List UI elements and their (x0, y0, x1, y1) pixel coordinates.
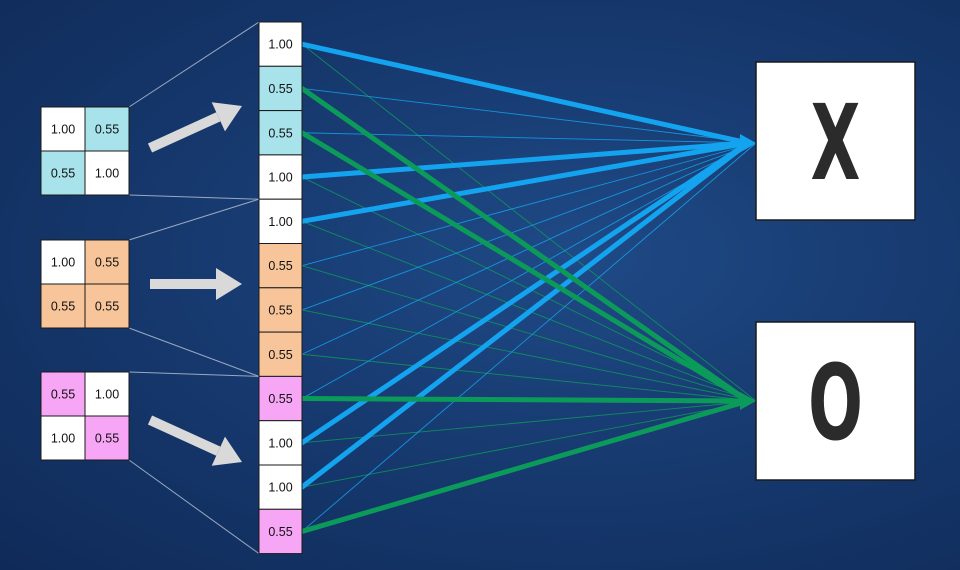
strong-edge-to-x (299, 140, 751, 224)
flatten-arrow-head (211, 102, 242, 132)
flatten-arrow-shaft (147, 112, 221, 153)
weak-edge-to-o (301, 353, 757, 402)
vector-cell (258, 65, 303, 112)
vector-cell (258, 198, 303, 244)
zoom-line (128, 21, 260, 108)
output-nodes: XO (755, 61, 916, 481)
matrix-cell-value: 0.55 (95, 300, 119, 314)
vector-cell (258, 464, 303, 510)
flatten-arrow-shaft (147, 415, 221, 456)
flattened-vector: 1.00 0.55 0.55 1.00 1.00 0.55 0.55 0.55 0.55 1.00… (258, 21, 303, 555)
matrix-cell (84, 106, 130, 152)
zoom-line (128, 371, 260, 377)
vector-cell (258, 375, 303, 422)
vector-cell (258, 331, 303, 377)
strong-edge-to-x (299, 41, 751, 146)
matrix-cell-value: 0.55 (51, 300, 75, 314)
arrowhead-o (740, 392, 756, 410)
flatten-arrows (147, 102, 242, 466)
strong-edge-to-o (299, 130, 751, 404)
weak-edge-to-x (301, 142, 757, 311)
strong-edge-to-x (299, 140, 751, 490)
weak-edge-to-o (301, 265, 757, 402)
vector-cell (258, 21, 303, 67)
weak-edge-to-x (301, 132, 757, 144)
vector-cell-value: 1.00 (268, 215, 292, 229)
matrix-cell (40, 283, 86, 329)
output-x: X (755, 61, 916, 221)
vector-cell-value: 0.55 (268, 525, 292, 539)
weak-edge-to-x (301, 142, 757, 267)
zoom-line (128, 198, 260, 241)
vector-cell-value: 0.55 (268, 82, 292, 96)
vector-cell (258, 110, 303, 156)
vector-cell-value: 0.55 (268, 392, 292, 406)
output-box (755, 61, 916, 221)
vector-cell-value: 1.00 (268, 481, 292, 495)
matrix-cell (40, 415, 86, 461)
vector-cell-value: 1.00 (268, 436, 292, 450)
strong-edge-to-x (299, 140, 751, 180)
matrix-cell-value: 0.55 (95, 432, 119, 446)
matrix-cell (84, 150, 130, 196)
vector-cell-value: 1.00 (268, 38, 292, 52)
matrix-middle: 1.00 0.55 0.55 0.55 (40, 239, 130, 329)
weak-edge-to-o (301, 309, 757, 402)
matrix-top: 1.00 0.55 0.55 1.00 (40, 106, 130, 196)
weak-edge-to-o (301, 43, 757, 402)
zoom-line (128, 194, 260, 200)
strong-edge-to-x (299, 140, 751, 446)
flatten-arrow-head (216, 268, 242, 300)
matrix-cell (40, 150, 86, 196)
weak-edge-to-o (301, 400, 757, 488)
zoom-guide-lines (128, 21, 260, 555)
matrix-cell (84, 283, 130, 329)
vector-cell-value: 0.55 (268, 259, 292, 273)
vector-cell (258, 154, 303, 200)
matrix-cell-value: 1.00 (95, 388, 119, 402)
vector-cell-value: 0.55 (268, 126, 292, 140)
zoom-line (128, 459, 260, 555)
matrix-cell-value: 1.00 (95, 167, 119, 181)
strong-edge-to-o (299, 398, 751, 534)
matrix-cell-value: 0.55 (51, 167, 75, 181)
matrix-cell-value: 0.55 (95, 256, 119, 270)
vector-cell (258, 287, 303, 333)
matrix-cell-value: 1.00 (51, 432, 75, 446)
vector-cell (258, 243, 303, 289)
matrix-cell (84, 371, 130, 417)
output-label: O (808, 344, 863, 464)
strong-edge-to-o (299, 396, 751, 404)
weak-edge-to-o (301, 400, 757, 444)
vector-cell-value: 0.55 (268, 303, 292, 317)
vector-cell-value: 1.00 (268, 171, 292, 185)
weak-edge-to-x (301, 142, 757, 532)
output-label: X (811, 84, 861, 204)
matrix-cell (84, 239, 130, 285)
output-box (755, 321, 916, 481)
matrix-cell-value: 0.55 (51, 388, 75, 402)
matrix-bottom: 0.55 1.00 1.00 0.55 (40, 371, 130, 461)
strong-edge-to-o (299, 85, 751, 404)
matrix-cell-value: 0.55 (95, 123, 119, 137)
zoom-line (128, 327, 260, 377)
vector-cell (258, 508, 303, 555)
weak-edge-to-x (301, 88, 757, 144)
matrix-cell (84, 415, 130, 461)
matrix-cell-value: 1.00 (51, 123, 75, 137)
vector-cell (258, 420, 303, 466)
flatten-arrow-head (211, 436, 242, 466)
output-o: O (755, 321, 916, 481)
arrowhead-x (740, 134, 756, 152)
matrix-cell-value: 1.00 (51, 256, 75, 270)
strong-connections (299, 41, 756, 534)
vector-cell-value: 0.55 (268, 348, 292, 362)
